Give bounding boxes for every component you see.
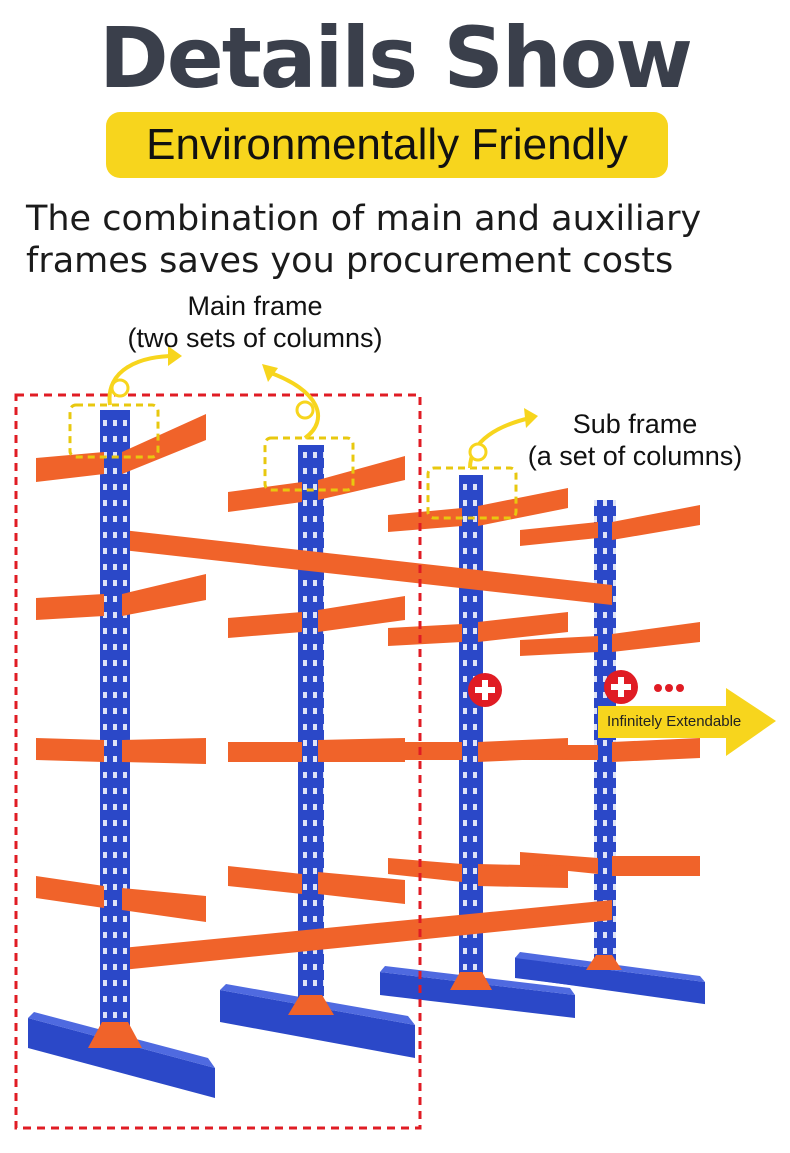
lower-beam: [122, 900, 612, 970]
page-title: Details Show: [99, 9, 693, 107]
sub-frame-subtitle: (a set of columns): [527, 441, 743, 471]
main-frame-subtitle: (two sets of columns): [127, 323, 383, 353]
plus-icon: [468, 673, 502, 707]
main-frame-title: Main frame: [187, 291, 323, 321]
ellipsis-icon: [654, 684, 684, 692]
callout-arrows: [107, 353, 531, 469]
highlight-box-1: [68, 403, 160, 459]
main-frame-column-1: [28, 410, 215, 1098]
feature-badge: Environmentally Friendly: [106, 112, 668, 178]
sub-frame-label: Sub frame (a set of columns): [505, 408, 765, 472]
main-frame-label: Main frame (two sets of columns): [100, 290, 410, 354]
callout-dots: [110, 378, 488, 462]
extend-label: Infinitely Extendable: [607, 712, 742, 730]
upper-beam: [122, 530, 612, 605]
arrow-heads: [168, 346, 538, 428]
main-frame-box: [14, 393, 422, 1130]
plus-icon: [604, 670, 638, 704]
main-frame-column-2: [220, 445, 415, 1058]
highlight-box-2: [263, 436, 355, 492]
extend-arrow-icon: [598, 688, 776, 756]
sub-frame-title: Sub frame: [572, 409, 698, 439]
sub-frame-front: [380, 475, 575, 1018]
description-text: The combination of main and auxiliary fr…: [26, 199, 702, 281]
